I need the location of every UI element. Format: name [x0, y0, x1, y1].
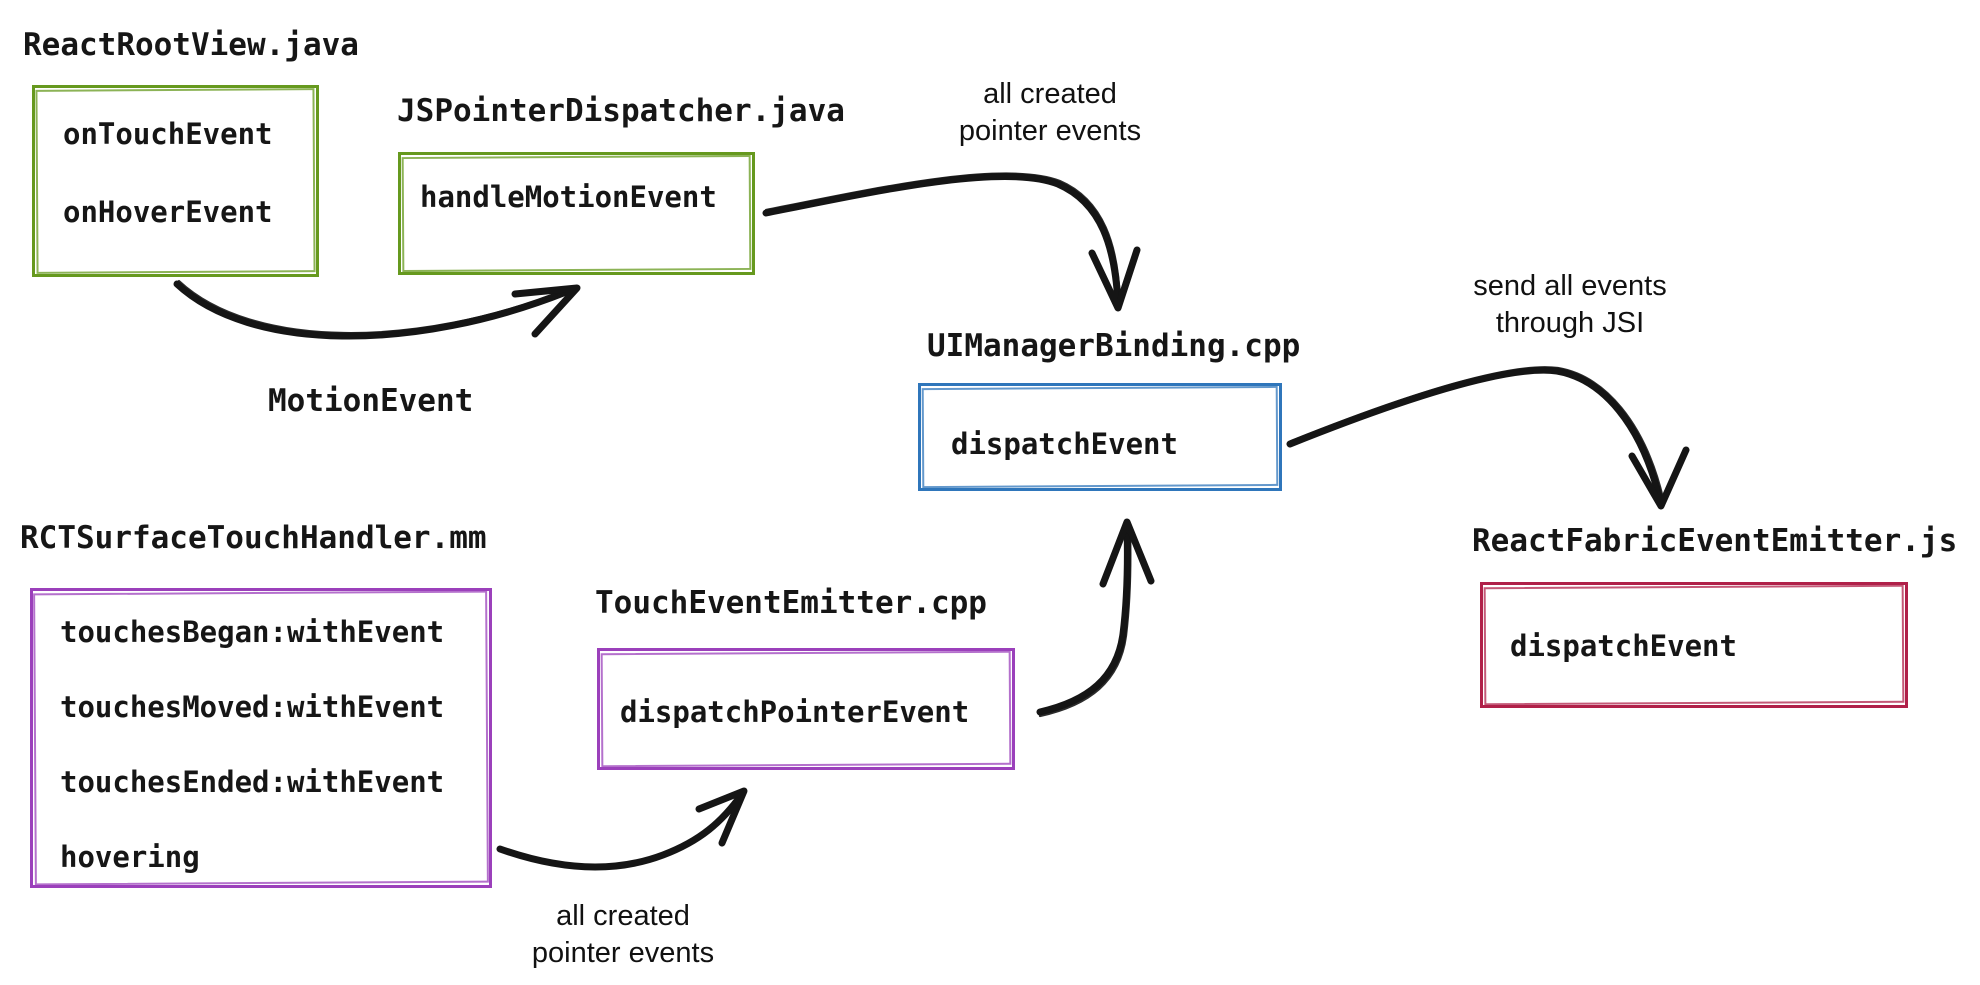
method-hovering: hovering	[60, 840, 200, 874]
edge-label-line: all created	[983, 78, 1117, 110]
node-js-pointer-dispatcher: handleMotionEvent	[398, 152, 755, 275]
node-react-root-view: onTouchEvent onHoverEvent	[32, 85, 319, 277]
method-dispatch-event-binding: dispatchEvent	[951, 427, 1178, 461]
arrow-send-jsi	[1286, 366, 1664, 504]
arrow-pointer-events-ios	[496, 790, 746, 871]
method-on-touch-event: onTouchEvent	[63, 117, 273, 151]
method-on-hover-event: onHoverEvent	[63, 195, 273, 229]
arrow-send-jsi-sketch	[1289, 366, 1665, 500]
arrow-dispatch-to-binding	[1036, 520, 1131, 716]
arrow-send-jsi-head	[1628, 446, 1690, 510]
arrow-pointer-events-ios-head	[695, 787, 748, 847]
node-rct-surface-touch-handler: touchesBegan:withEvent touchesMoved:with…	[30, 588, 492, 888]
edge-label-line: pointer events	[958, 115, 1142, 147]
edge-label-line: pointer events	[531, 937, 715, 969]
edge-label-send-through-jsi: send all events through JSI	[1420, 268, 1720, 342]
file-title-js-pointer-dispatcher: JSPointerDispatcher.java	[397, 93, 845, 129]
arrow-pointer-events-android	[762, 172, 1122, 307]
file-title-ui-manager-binding: UIManagerBinding.cpp	[927, 328, 1301, 364]
edge-label-line: through JSI	[1495, 307, 1645, 339]
arrow-motion-event-sketch	[177, 279, 570, 335]
arrow-motion-event-head	[511, 284, 581, 338]
edge-label-motion-event: MotionEvent	[268, 383, 474, 419]
method-touches-ended: touchesEnded:withEvent	[60, 765, 445, 799]
method-dispatch-event-fabric: dispatchEvent	[1510, 629, 1737, 663]
arrow-pointer-events-android-sketch	[764, 172, 1122, 303]
file-title-touch-event-emitter: TouchEventEmitter.cpp	[595, 585, 987, 621]
method-handle-motion-event: handleMotionEvent	[420, 180, 717, 214]
file-title-react-fabric-event-emitter: ReactFabricEventEmitter.js	[1472, 523, 1958, 559]
method-touches-began: touchesBegan:withEvent	[60, 615, 445, 649]
node-ui-manager-binding: dispatchEvent	[918, 383, 1282, 491]
file-title-react-root-view: ReactRootView.java	[23, 27, 359, 63]
file-title-rct-surface-touch-handler: RCTSurfaceTouchHandler.mm	[20, 520, 487, 556]
arrow-dispatch-to-binding-head	[1099, 518, 1155, 588]
edge-label-line: all created	[556, 900, 690, 932]
arrow-motion-event	[173, 280, 570, 340]
node-react-fabric-event-emitter: dispatchEvent	[1480, 582, 1908, 708]
edge-label-line: send all events	[1473, 270, 1667, 302]
method-dispatch-pointer-event: dispatchPointerEvent	[620, 695, 970, 729]
edge-label-pointer-events-ios: all created pointer events	[473, 898, 773, 972]
method-touches-moved: touchesMoved:withEvent	[60, 690, 445, 724]
arrow-pointer-events-android-head	[1088, 246, 1141, 312]
arrow-dispatch-to-binding-sketch	[1038, 524, 1132, 718]
edge-label-pointer-events-android: all created pointer events	[900, 76, 1200, 150]
node-touch-event-emitter: dispatchPointerEvent	[597, 648, 1015, 770]
